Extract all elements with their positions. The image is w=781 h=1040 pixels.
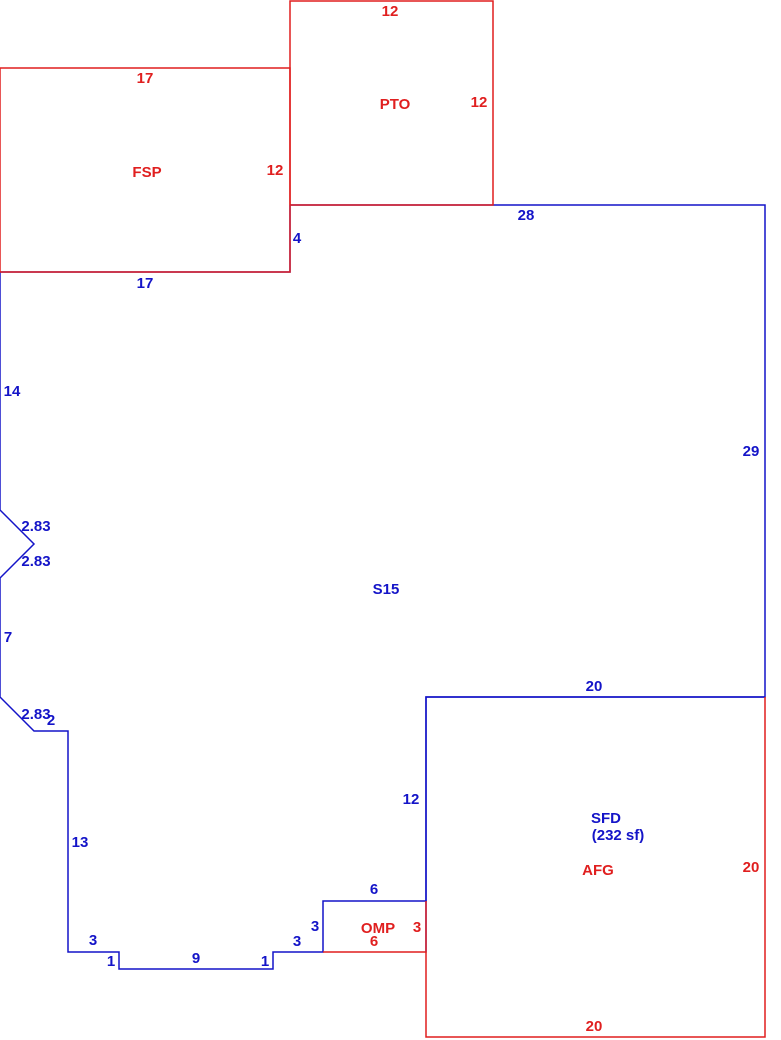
afg-label: AFG	[582, 862, 614, 879]
s15-dim-notch-in: 2.83	[21, 518, 50, 535]
s15-dim-fsp-step: 4	[293, 230, 302, 247]
afg-outline	[425, 697, 766, 1038]
s15-dim-chamfer: 2.83	[21, 706, 50, 723]
s15-dim-top-right: 28	[518, 207, 535, 224]
sfd-outline	[425, 696, 765, 952]
s15-dim-bottom-left: 3	[89, 932, 97, 949]
s15-dim-left-lower: 13	[72, 834, 89, 851]
s15-label: S15	[373, 581, 400, 598]
omp-outline	[323, 901, 427, 953]
s15-dim-step-left: 1	[107, 953, 115, 970]
s15-dim-notch-out: 2.83	[21, 553, 50, 570]
s15-dim-left-mid: 7	[4, 629, 12, 646]
s15-dim-omp-side: 3	[311, 918, 319, 935]
omp-bottom-dim: 6	[370, 933, 378, 950]
s15-dim-omp-top: 6	[370, 881, 378, 898]
fsp-label: FSP	[132, 164, 161, 181]
s15-dim-bottom-right: 3	[293, 933, 301, 950]
omp-label: OMP	[361, 920, 395, 937]
afg-right-dim: 20	[743, 859, 760, 876]
pto-label: PTO	[380, 96, 411, 113]
fsp-top-dim: 17	[137, 70, 154, 87]
s15-dim-right: 29	[743, 443, 760, 460]
pto-right-dim: 12	[471, 94, 488, 111]
pto-outline	[289, 0, 494, 206]
sfd-label: SFD	[591, 810, 621, 827]
s15-dim-bottom-mid: 9	[192, 950, 200, 967]
s15-dim-jog: 2	[47, 712, 55, 729]
fsp-right-dim: 12	[267, 162, 284, 179]
omp-right-dim: 3	[413, 919, 421, 936]
s15-dim-fsp-bottom: 17	[137, 275, 154, 292]
s15-dim-step-right: 1	[261, 953, 269, 970]
pto-top-dim: 12	[382, 3, 399, 20]
sfd-area: (232 sf)	[592, 827, 645, 844]
s15-dim-left-upper: 14	[4, 383, 21, 400]
afg-bottom-dim: 20	[586, 1018, 603, 1035]
sfd-top-dim: 20	[586, 678, 603, 695]
sfd-left-dim: 12	[403, 791, 420, 808]
